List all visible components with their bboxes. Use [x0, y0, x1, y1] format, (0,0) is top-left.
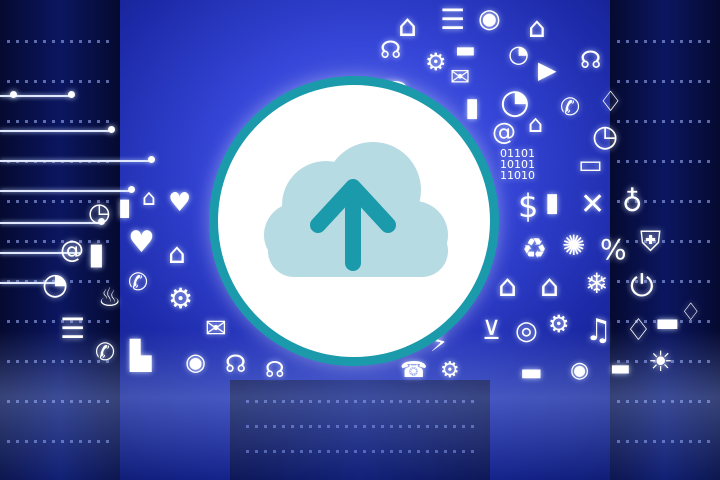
cloud-upload-badge [209, 76, 499, 366]
lock-icon: ⌂ [142, 186, 156, 211]
drop-icon: ♢ [625, 313, 652, 348]
chat-icon: ✆ [128, 268, 149, 296]
sun-icon: ✺ [562, 229, 586, 262]
power-icon: ⏻ [630, 269, 654, 304]
gear-icon: ⚙ [425, 48, 447, 76]
phone-icon: ☎ [400, 358, 428, 383]
play-icon: ▶ [538, 56, 557, 84]
bar-chart-icon: ▮ [465, 93, 480, 123]
car-icon: ▬ [520, 358, 543, 386]
server-rack-center [230, 380, 490, 480]
globe-icon: ◎ [515, 316, 538, 346]
shield-icon: ⛨ [640, 225, 662, 258]
wifi-icon: ☊ [225, 350, 247, 378]
bus-icon: ▬ [455, 38, 476, 63]
bank-icon: ⌂ [528, 11, 546, 44]
gear-icon: ⚙ [440, 358, 460, 383]
snowflake-icon: ❄ [585, 267, 609, 300]
chat-icon: ✆ [560, 93, 581, 121]
drop-icon: ♢ [680, 298, 702, 326]
camera-icon: ◉ [478, 4, 501, 34]
bar-chart-icon: ▮ [88, 237, 105, 272]
email-icon: ✉ [450, 63, 471, 91]
dollar-icon: $ [518, 187, 539, 225]
percent-icon: % [600, 233, 627, 266]
database-icon: ☰ [440, 3, 466, 36]
pie-chart-icon: ◔ [42, 267, 69, 302]
cloud-upload-icon [264, 142, 448, 277]
ecg-icon: ♥ [128, 225, 155, 260]
lightbulb-icon: ☀ [648, 345, 674, 378]
database-icon: ☰ [60, 312, 86, 345]
at-icon: @ [60, 236, 84, 264]
cart-icon: ⊻ [482, 316, 502, 346]
home-icon: ⌂ [540, 269, 560, 304]
pie-chart-icon: ◔ [508, 40, 529, 68]
home-icon: ⌂ [168, 237, 186, 270]
gear-icon: ⚙ [168, 282, 194, 315]
location-icon: ♥ [168, 188, 192, 218]
pie-chart-icon: ◔ [500, 82, 530, 122]
tools-icon: ✕ [580, 187, 606, 222]
bar-chart-icon: ▮ [545, 188, 560, 218]
home-icon: ⌂ [398, 9, 418, 44]
clock-icon: ◷ [88, 198, 111, 228]
truck-icon: ▬ [655, 308, 680, 338]
bar-chart-icon: ▮ [118, 193, 132, 221]
wifi-icon: ☊ [380, 36, 402, 64]
lock-icon: ⌂ [528, 110, 544, 138]
truck-icon: ▬ [610, 356, 631, 381]
email-icon: ✉ [205, 314, 227, 344]
at-icon: @ [492, 118, 516, 146]
wifi-icon: ☊ [580, 46, 602, 74]
upload-arrow-icon [310, 179, 396, 271]
thermometer-icon: ♁ [622, 185, 643, 218]
clock-icon: ◷ [592, 119, 619, 154]
chat-icon: ✆ [95, 338, 116, 366]
server-rack-right [610, 0, 720, 480]
drop-icon: ♢ [598, 85, 624, 118]
gear-icon: ⚙ [548, 310, 570, 338]
factory-icon: ▙ [130, 339, 152, 372]
fire-icon: ♨ [98, 283, 122, 313]
camera-icon: ◉ [570, 358, 590, 383]
recycle-icon: ♻ [522, 232, 548, 265]
server-rack-left [0, 0, 120, 480]
camera-icon: ◉ [185, 348, 206, 376]
music-icon: ♫ [585, 313, 612, 348]
battery-icon: ▭ [578, 150, 603, 180]
wifi-icon: ☊ [265, 358, 285, 383]
home-icon: ⌂ [498, 269, 518, 304]
